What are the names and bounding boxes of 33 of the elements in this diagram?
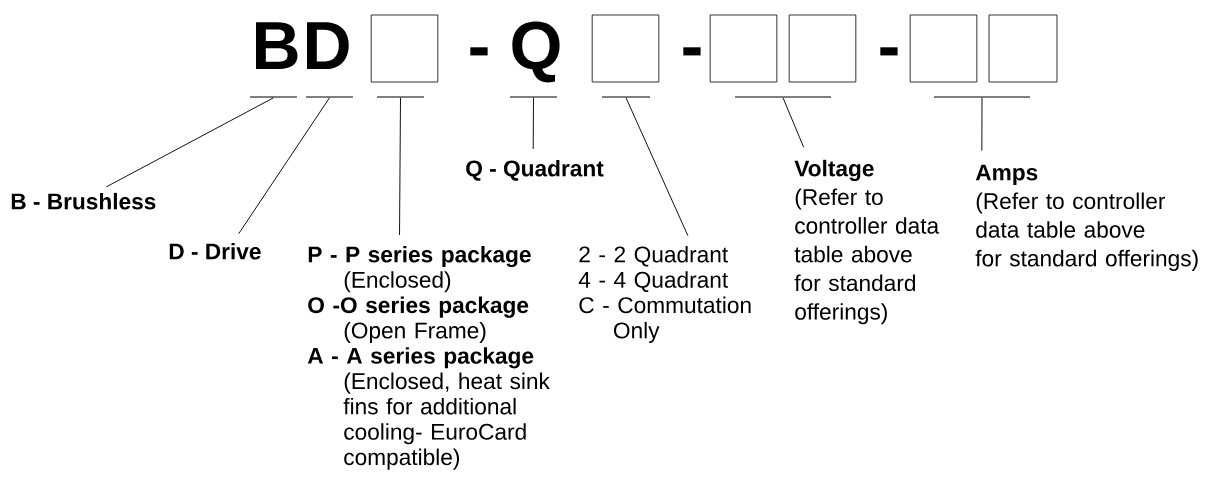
- code-box: [591, 14, 660, 83]
- leader-line: [782, 97, 805, 148]
- description-text: B - Brushless: [11, 192, 156, 210]
- underline-bar: [377, 96, 424, 98]
- code-box: [909, 14, 978, 83]
- separator-dash: -: [470, 47, 488, 56]
- leader-line: [625, 97, 689, 237]
- underline-bar: [306, 96, 353, 98]
- underline-bar: [602, 96, 650, 98]
- code-box: [988, 14, 1058, 83]
- leader-line: [399, 97, 401, 236]
- code-letter: Q: [512, 21, 560, 83]
- code-box: [709, 14, 778, 83]
- description-text: Q - Quadrant: [466, 159, 604, 181]
- description-text: D - Drive: [169, 242, 261, 260]
- leader-line: [981, 97, 983, 152]
- leader-line: [238, 97, 330, 234]
- underline-bar: [510, 96, 557, 98]
- underline-bar: [735, 96, 831, 98]
- leader-line: [105, 97, 274, 188]
- description-text: 2 - 2 Quadrant 4 - 4 Quadrant C - Commutation Only: [578, 245, 751, 343]
- code-letter: B: [256, 22, 298, 69]
- description-text: P - P series package (Enclosed) O -O series package (Open Frame) A - A series package (Enclosed, heat sink fins for additional cooling- EuroCard compatible): [307, 245, 550, 470]
- code-box: [370, 14, 439, 83]
- description-text: Amps (Refer to controller data table above for standard offerings): [975, 164, 1198, 271]
- underline-bar: [934, 96, 1030, 98]
- leader-line: [532, 97, 534, 150]
- underline-bar: [250, 96, 297, 98]
- code-box: [788, 14, 857, 83]
- separator-dash: -: [683, 47, 701, 56]
- code-letter: D: [307, 22, 349, 69]
- separator-dash: -: [880, 47, 898, 56]
- description-text: Voltage (Refer to controller data table above for standard offerings): [794, 159, 940, 325]
